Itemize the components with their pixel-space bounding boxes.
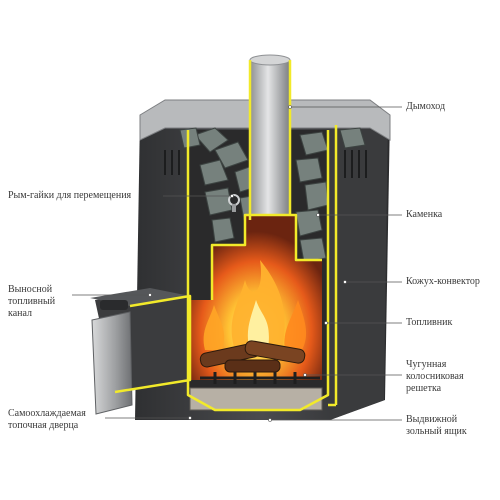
firewood-logs [199,340,306,373]
convector-side-panel [330,116,388,420]
label-fuel-channel: Выносной топливный канал [8,284,56,319]
convector-cut-outline [328,125,338,407]
chimney-pipe-top [249,54,291,66]
cast-iron-grate [200,372,320,384]
door-handle [100,300,128,310]
eye-nut [228,194,240,212]
firebox-door [91,311,133,415]
ash-box [189,387,323,411]
vent-slits [164,150,367,178]
label-grate: Чугунная колосниковая решетка [406,359,464,394]
label-eye-nuts: Рым-гайки для перемещения [8,190,132,201]
label-convector: Кожух-конвектор [406,276,480,287]
label-stones: Каменка [406,209,443,220]
label-firebox: Топливник [406,317,453,328]
chimney-pipe [250,60,290,225]
label-door: Самоохлаждаемая топочная дверца [8,408,86,431]
leader-dots [148,105,347,422]
flames [203,260,307,350]
leader-lines [72,106,402,421]
label-chimney: Дымоход [406,101,446,112]
label-ash-box: Выдвижной зольный ящик [406,414,467,437]
cut-outline [114,60,330,412]
